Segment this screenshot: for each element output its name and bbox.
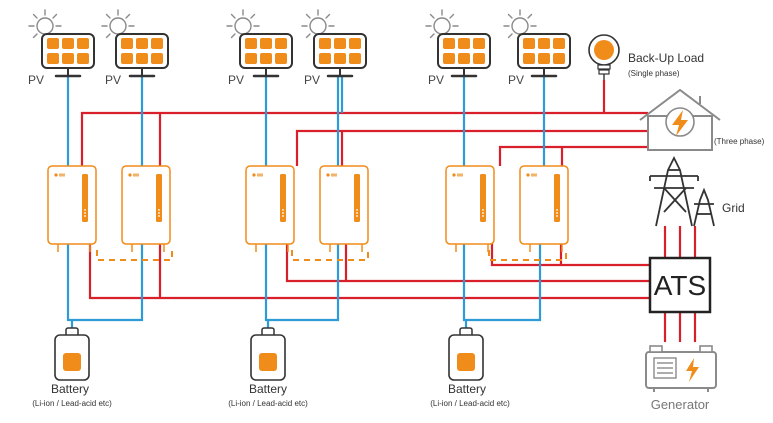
battery-icon [448,327,484,381]
battery-label: Battery [249,382,287,396]
generator-label: Generator [651,397,710,412]
solar-panel-icon [312,32,368,78]
inverter-icon [121,165,171,253]
backup-load-label: Back-Up Load [628,51,704,65]
lightning-icon [672,110,688,136]
pv-label: PV [428,73,444,87]
backup-load: Back-Up Load (Single phase) [588,34,704,80]
pv-label: PV [105,73,121,87]
battery-group-3: Battery (Li-ion / Lead-acid etc) [430,327,510,408]
battery-icon [250,327,286,381]
inverters [47,165,569,253]
ac-output-wiring [80,80,697,342]
single-phase-label: (Single phase) [628,69,680,78]
battery-sub-label: (Li-ion / Lead-acid etc) [228,399,308,408]
solar-panel-icon [40,32,96,78]
inverter-icon [445,165,495,253]
inverter-icon [519,165,569,253]
pylon-icon [649,155,715,227]
inverter-icon [245,165,295,253]
pv-group-3: PV PV [425,9,572,87]
three-phase-label: (Three phase) [714,137,765,146]
battery-label: Battery [51,382,89,396]
solar-panel-icon [436,32,492,78]
grid-label: Grid [722,201,745,215]
solar-panel-icon [114,32,170,78]
generator-icon [645,345,717,392]
battery-icon [54,327,90,381]
bulb-icon [588,34,620,80]
solar-panel-icon [238,32,294,78]
parallel-link [96,250,567,261]
pv-group-2: PV PV [226,9,368,87]
battery-sub-label: (Li-ion / Lead-acid etc) [430,399,510,408]
pv-label: PV [304,73,320,87]
pv-group-1: PV PV [28,9,170,87]
lightning-icon [686,358,699,382]
pv-label: PV [508,73,524,87]
pv-label: PV [28,73,44,87]
pv-label: PV [228,73,244,87]
battery-group-1: Battery (Li-ion / Lead-acid etc) [32,327,112,408]
battery-label: Battery [448,382,486,396]
battery-sub-label: (Li-ion / Lead-acid etc) [32,399,112,408]
ats-label: ATS [654,270,706,301]
battery-group-2: Battery (Li-ion / Lead-acid etc) [228,327,308,408]
solar-panel-icon [516,32,572,78]
house-icon [639,88,721,151]
inverter-icon [47,165,97,253]
inverter-icon [319,165,369,253]
dc-wiring [66,76,546,332]
ats-switch: ATS [648,256,712,314]
